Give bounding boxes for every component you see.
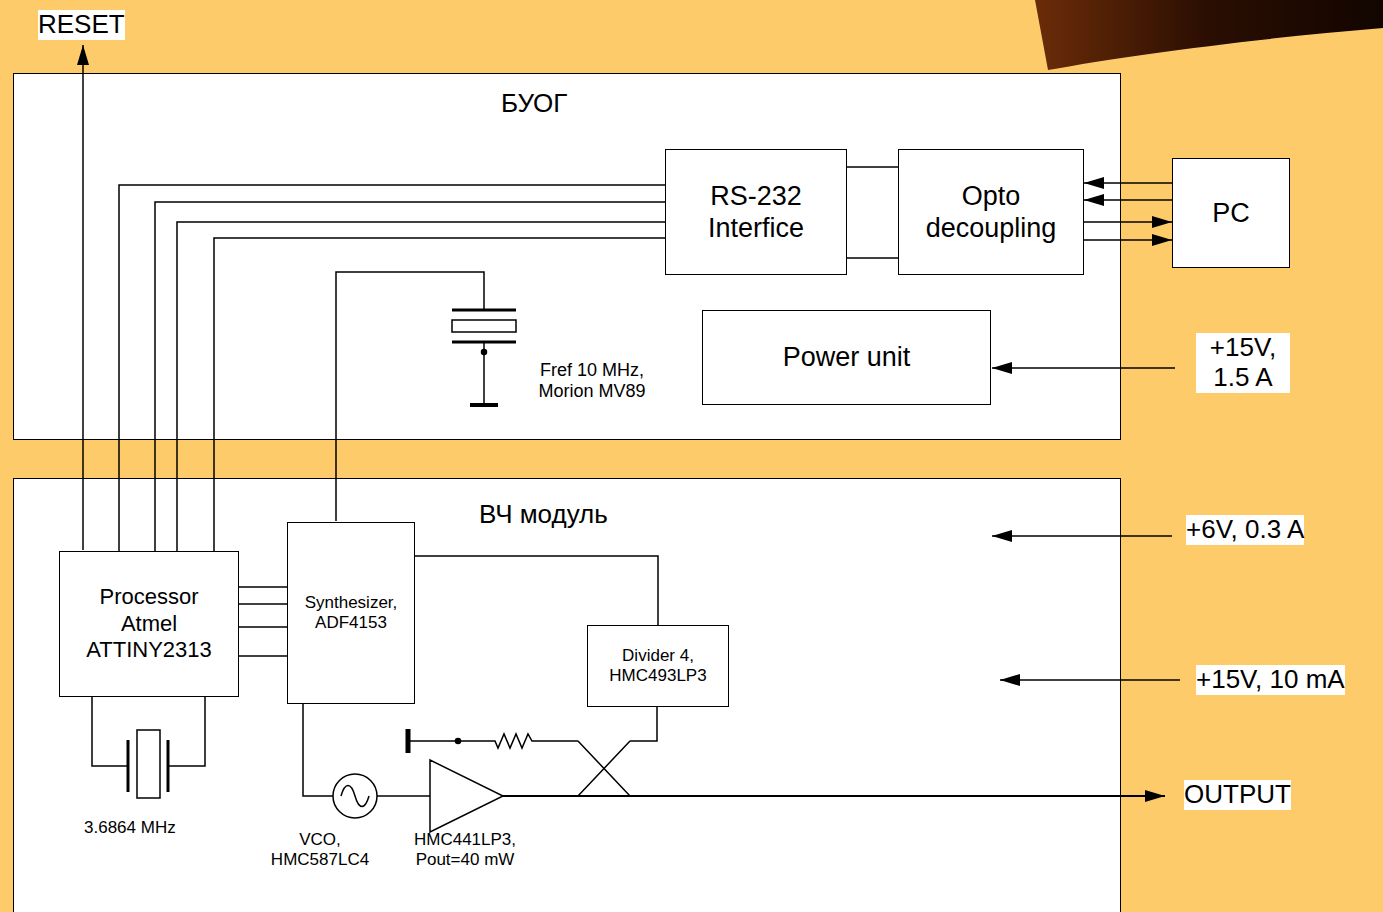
process-box: RS-232 Interfice — [665, 149, 847, 275]
box-label: PC — [1212, 197, 1250, 229]
coupler-symbol — [578, 741, 630, 796]
computer-box: PC — [1172, 158, 1290, 268]
wire — [239, 655, 287, 657]
part-label: Fref 10 MHz, Morion MV89 — [526, 360, 658, 401]
divider-box: Divider 4, HMC493LP3 — [587, 625, 729, 707]
panel-title: ВЧ модуль — [479, 499, 608, 530]
wire — [847, 257, 898, 259]
rf-wire — [377, 795, 430, 797]
process-box: Opto decoupling — [898, 149, 1084, 275]
part-label: VCO, HMC587LC4 — [250, 830, 390, 869]
amplifier-symbol — [430, 760, 503, 832]
box-label: Opto decoupling — [905, 180, 1077, 245]
box-label: RS-232 Interfice — [672, 180, 840, 245]
part-label: HMC441LP3, Pout=40 mW — [396, 830, 534, 869]
crystal-wire — [92, 696, 205, 766]
wire — [847, 166, 898, 168]
wire — [239, 626, 287, 628]
ground-symbol — [406, 729, 411, 753]
frequency-label: 3.6864 MHz — [84, 818, 176, 838]
supply-label: +6V, 0.3 A — [1186, 515, 1304, 545]
port-label: OUTPUT — [1184, 780, 1291, 810]
power-arrow — [1000, 679, 1180, 681]
junction-dot — [482, 350, 487, 355]
box-label: Processor Atmel ATTINY2313 — [74, 584, 224, 663]
power-arrow — [992, 367, 1175, 369]
box-label: Power unit — [783, 341, 911, 373]
wire — [239, 586, 287, 588]
processor-box: Processor Atmel ATTINY2313 — [59, 551, 239, 697]
junction-dot — [456, 739, 461, 744]
ground-symbol — [470, 403, 498, 407]
panel-title: БУОГ — [501, 88, 567, 119]
signal-name: RESET — [38, 10, 125, 40]
wire — [119, 185, 665, 551]
crystal-body — [452, 320, 516, 332]
box-label: Divider 4, HMC493LP3 — [596, 646, 721, 687]
panel-fill — [13, 73, 1121, 440]
wire — [214, 238, 665, 551]
wire — [1084, 239, 1172, 241]
vco-symbol — [333, 774, 377, 818]
synthesizer-box: Synthesizer, ADF4153 — [287, 522, 415, 704]
crystal-body — [137, 730, 160, 798]
crystal-plate — [452, 309, 516, 312]
crystal-plate — [167, 740, 170, 792]
box-label: Synthesizer, ADF4153 — [294, 593, 408, 634]
output-arrow — [503, 795, 1165, 797]
wire — [1084, 199, 1172, 201]
wire — [1084, 182, 1172, 184]
module-panel: ВЧ модульProcessor Atmel ATTINY2313 Synth… — [13, 478, 1121, 912]
panel-fill — [13, 478, 1121, 912]
wire — [1084, 221, 1172, 223]
wire — [155, 202, 665, 551]
supply-label: +15V, 1.5 A — [1196, 333, 1290, 393]
power-arrow — [992, 535, 1172, 537]
wire — [177, 222, 665, 551]
wire — [239, 603, 287, 605]
corner-swoosh — [1035, 0, 1383, 70]
resistor-symbol — [408, 734, 578, 748]
wire — [415, 556, 658, 625]
tune-wire — [303, 703, 333, 796]
crystal-plate — [127, 740, 130, 792]
process-box: Power unit — [702, 310, 991, 405]
reset-line — [82, 45, 84, 550]
sine-symbol — [341, 786, 369, 807]
coupler-wire — [630, 706, 657, 741]
supply-label: +15V, 10 mA — [1196, 665, 1345, 695]
